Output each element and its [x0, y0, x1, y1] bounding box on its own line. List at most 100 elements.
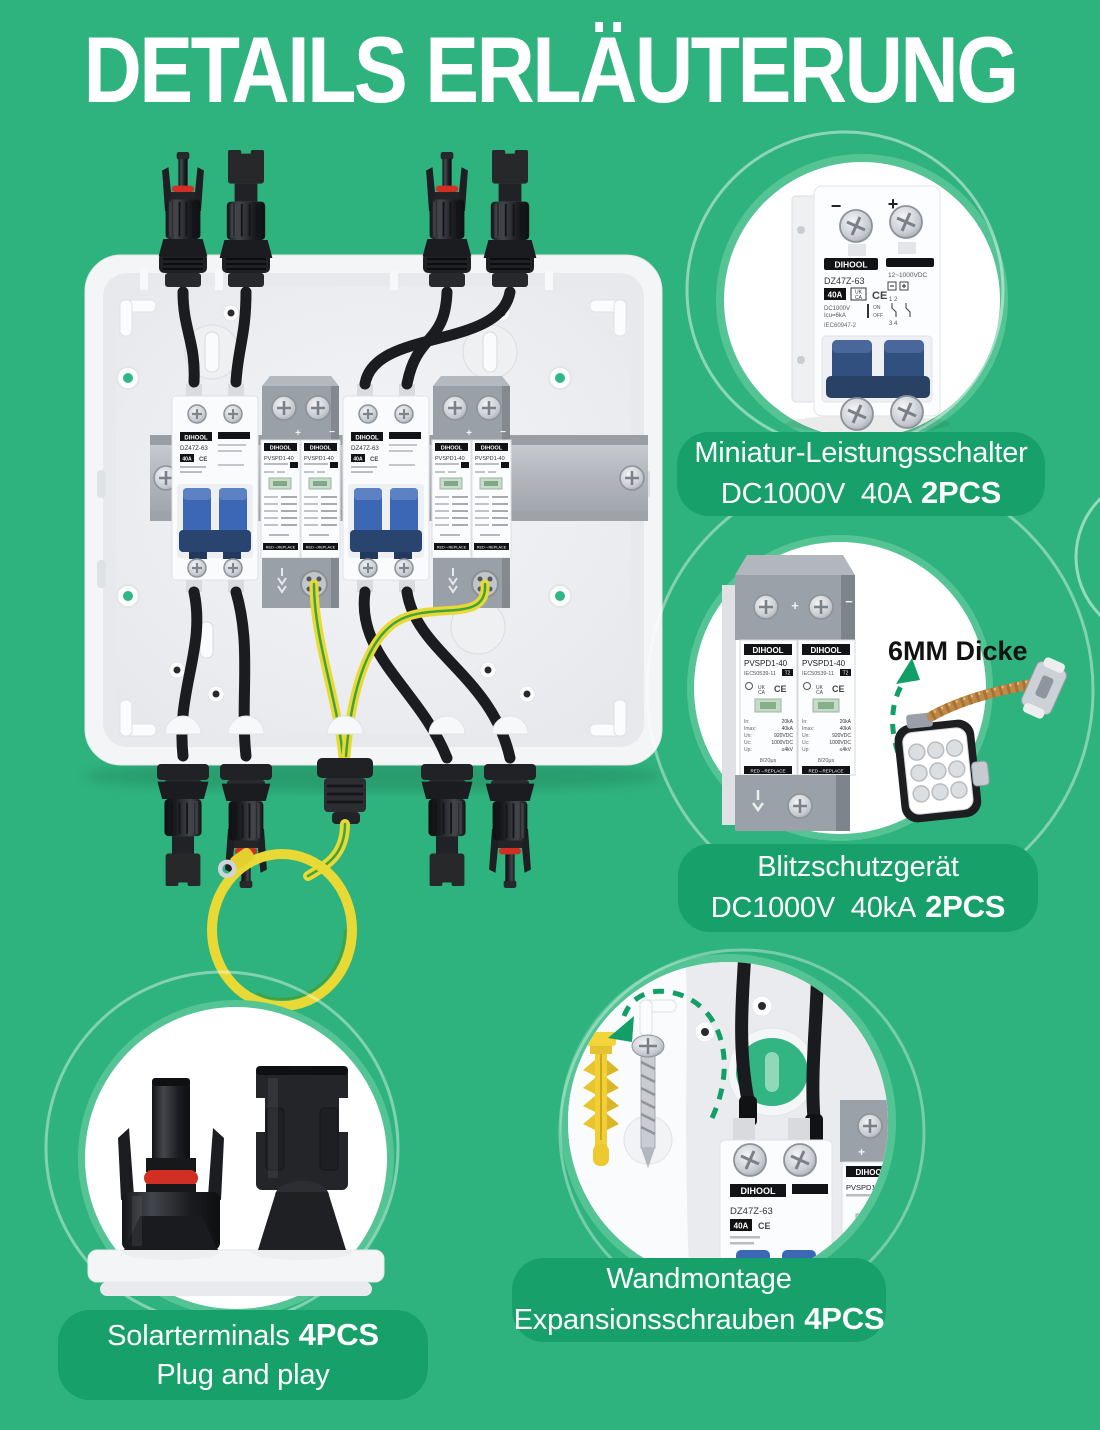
- on-label: ON: [873, 305, 881, 311]
- ring-terminal: [217, 847, 254, 879]
- model-label: PVSPD1-40: [744, 659, 788, 668]
- ce-mark: CE: [758, 1221, 771, 1231]
- svg-text:920VDC: 920VDC: [774, 733, 793, 739]
- svg-text:920VDC: 920VDC: [832, 733, 851, 739]
- amp-badge: 40A: [734, 1222, 749, 1231]
- thickness-annotation: 6MM Dicke: [888, 636, 1028, 666]
- combiner-box-photo: [83, 149, 663, 1011]
- pole-numbers: 3 4: [889, 321, 898, 327]
- model-label: PVSPD1-40: [846, 1183, 886, 1192]
- circle-mcb-product: − + DIHOOL DZ47Z-63 40A UK CA CE DC1000V…: [685, 130, 1008, 450]
- expansion-anchor: [583, 1032, 619, 1166]
- minus-sign: −: [831, 196, 842, 216]
- card-mcb-qty: 2PCS: [920, 474, 1002, 510]
- brand-label: DIHOOL: [741, 1186, 777, 1196]
- spd-product-pole: DIHOOL PVSPD1-40 IEC50539-11 T2 UK CA CE…: [739, 639, 798, 776]
- ukca-mark: UK: [758, 685, 766, 691]
- ground-wires: [309, 579, 490, 763]
- ukca-mark: CA: [816, 690, 824, 696]
- svg-text:Uc:: Uc:: [802, 740, 810, 746]
- replace-label: RED→REPLACE: [750, 769, 785, 774]
- brand-label: DIHOOL: [810, 646, 841, 655]
- spec-rows: In: 20kA Imax: 40kA Un: 920VDC Uc: 1000V…: [744, 719, 794, 753]
- grounding-pad: [894, 712, 990, 823]
- svg-text:1000VDC: 1000VDC: [771, 740, 793, 746]
- mc4-male-large: [256, 1066, 348, 1250]
- wave-label: 8/20μs: [760, 758, 777, 764]
- svg-text:In:: In:: [744, 719, 750, 725]
- box-mcb-1: [172, 384, 258, 592]
- type-badge: T2: [785, 671, 791, 677]
- knockout-ovals: [184, 324, 518, 659]
- svg-text:Un:: Un:: [744, 733, 752, 739]
- svg-text:20kA: 20kA: [840, 719, 852, 725]
- standard-label: IEC50539-11: [802, 671, 834, 677]
- card-terminals-line2: Plug and play: [156, 1359, 330, 1392]
- off-label: OFF: [873, 313, 883, 319]
- svg-text:≤4kV: ≤4kV: [840, 747, 852, 753]
- decorative-arc: [1074, 496, 1100, 618]
- voltage-label: DC1000V: [824, 306, 850, 312]
- plus-sign: +: [858, 1145, 865, 1159]
- mcb-product: − + DIHOOL DZ47Z-63 40A UK CA CE DC1000V…: [791, 185, 941, 432]
- pole-numbers: 1 2: [889, 297, 898, 303]
- card-terminals-qty: 4PCS: [298, 1317, 379, 1353]
- card-mcb-line1: Miniatur-Leistungsschalter: [694, 437, 1028, 470]
- ce-mark: CE: [872, 290, 887, 302]
- center-gland: [317, 758, 373, 824]
- ukca-mark: CA: [855, 295, 863, 301]
- box-spd-1: [261, 376, 340, 608]
- spd-product-pole: DIHOOL PVSPD1-40 IEC50539-11 T2 UK CA CE…: [797, 639, 856, 776]
- svg-text:1000VDC: 1000VDC: [829, 740, 851, 746]
- mcb-product-label: DIHOOL DZ47Z-63 40A UK CA CE DC1000V Icu…: [824, 258, 934, 329]
- card-mount-qty: 4PCS: [804, 1300, 885, 1336]
- plus-sign: +: [888, 194, 899, 214]
- ground-wire-loop: [207, 819, 357, 1011]
- ukca-mark: CA: [758, 690, 766, 696]
- type-badge: T2: [843, 671, 849, 677]
- replace-label: RED→REPLACE: [808, 769, 843, 774]
- model-label: DZ47Z-63: [824, 276, 865, 286]
- standard-label: IEC50539-11: [744, 671, 776, 677]
- svg-text:Uc:: Uc:: [744, 740, 752, 746]
- svg-text:In:: In:: [802, 719, 808, 725]
- brand-label: DIHOOL: [855, 1168, 886, 1177]
- svg-text:Up:: Up:: [802, 747, 810, 753]
- box-mcb-2: [343, 384, 429, 592]
- svg-text:40kA: 40kA: [782, 726, 794, 732]
- box-spd-2: [432, 376, 511, 608]
- braid-lug: [1021, 657, 1067, 719]
- spec-rows: In: 20kA Imax: 40kA Un: 920VDC Uc: 1000V…: [802, 719, 852, 753]
- range-label: 12~1000VDC: [888, 272, 928, 279]
- copper-braid: [927, 657, 1067, 721]
- standard-label: IEC60947-2: [824, 323, 857, 329]
- brand-label: DIHOOL: [834, 260, 867, 270]
- mc4-female-large: [118, 1078, 224, 1250]
- model-label: PVSPD1-40: [802, 659, 846, 668]
- icu-label: Icu=6kA: [824, 313, 846, 319]
- card-spd-qty: 2PCS: [925, 888, 1006, 924]
- svg-text:Imax:: Imax:: [802, 726, 814, 732]
- brand-label: DIHOOL: [752, 646, 783, 655]
- model-label: DZ47Z-63: [730, 1206, 773, 1217]
- minus-sign: −: [845, 594, 853, 609]
- svg-text:Up:: Up:: [744, 747, 752, 753]
- dashed-arrow-mount-icon: [608, 988, 727, 1120]
- svg-text:40kA: 40kA: [840, 726, 852, 732]
- wave-label: 8/20μs: [818, 758, 835, 764]
- ukca-mark: UK: [816, 685, 824, 691]
- ce-mark: CE: [774, 684, 787, 694]
- circle-solar-terminals: [44, 970, 400, 1326]
- ukca-mark: UK: [855, 290, 863, 296]
- plus-sign: +: [791, 598, 799, 613]
